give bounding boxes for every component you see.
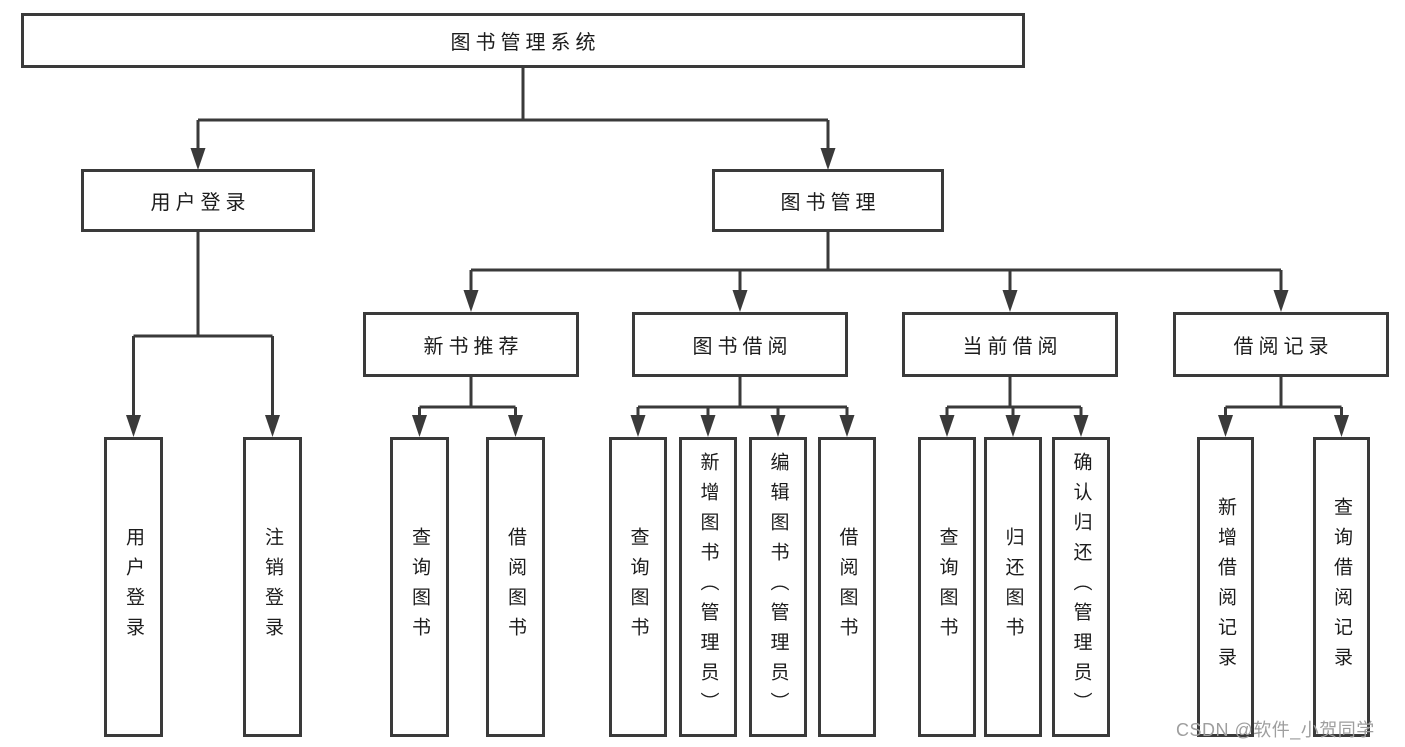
leaf-label: 注销登录 (262, 527, 283, 647)
leaf-nbr-query-books: 查询图书 (390, 437, 449, 737)
arrow-head (770, 415, 786, 437)
connector-root-to-level1 (190, 68, 836, 170)
leaf-bb-borrow-books: 借阅图书 (818, 437, 876, 737)
leaf-logout: 注销登录 (243, 437, 302, 737)
connector-line (636, 377, 849, 417)
csdn-watermark: CSDN @软件_小贺同学 (1176, 720, 1375, 740)
node-label: 图书借阅 (692, 336, 793, 358)
arrow-head (508, 415, 523, 437)
connector-line (469, 232, 1283, 292)
node-book-management: 图书管理 (712, 169, 944, 232)
connector-line (132, 232, 274, 417)
arrow-head (700, 415, 716, 437)
leaf-bb-add-books-admin: 新增图书（管理员） (679, 437, 737, 737)
leaf-nbr-borrow-books: 借阅图书 (486, 437, 545, 737)
leaf-label: 新增借阅记录 (1215, 497, 1236, 677)
connector-line (1224, 377, 1343, 417)
connector-new-book-to-leaves (412, 377, 523, 437)
leaf-label: 归还图书 (1002, 527, 1024, 647)
arrow-head (463, 290, 479, 312)
node-label: 当前借阅 (962, 336, 1063, 358)
leaf-bb-edit-books-admin: 编辑图书（管理员） (749, 437, 807, 737)
node-root-library-management-system: 图书管理系统 (21, 13, 1025, 68)
node-label: 新书推荐 (423, 336, 524, 358)
arrow-head (1002, 290, 1018, 312)
leaf-label: 查询图书 (409, 527, 430, 647)
arrow-head (939, 415, 955, 437)
node-book-borrowing: 图书借阅 (632, 312, 848, 377)
leaf-label: 查询借阅记录 (1331, 497, 1352, 677)
arrow-head (820, 148, 836, 170)
arrow-head (1273, 290, 1289, 312)
connector-borrowing-records-to-leaves (1218, 377, 1349, 437)
leaf-label: 用户登录 (123, 527, 144, 647)
arrow-head (1073, 415, 1089, 437)
connector-line (196, 68, 830, 150)
leaf-label: 借阅图书 (836, 527, 858, 647)
leaf-label: 查询图书 (936, 527, 958, 647)
leaf-label: 新增图书（管理员） (697, 452, 719, 722)
connector-user-login-to-leaves (126, 232, 280, 437)
leaf-label: 编辑图书（管理员） (767, 452, 789, 722)
leaf-br-query-record: 查询借阅记录 (1313, 437, 1370, 737)
node-user-login: 用户登录 (81, 169, 315, 232)
arrow-head (732, 290, 748, 312)
leaf-label: 确认归还（管理员） (1070, 452, 1092, 722)
leaf-bb-query-books: 查询图书 (609, 437, 667, 737)
node-label: 图书管理系统 (450, 32, 601, 54)
leaf-user-login: 用户登录 (104, 437, 163, 737)
connector-book-borrowing-to-leaves (630, 377, 855, 437)
connector-current-borrowing-to-leaves (939, 377, 1089, 437)
connector-book-management-to-level2 (463, 232, 1289, 312)
arrow-head (1334, 415, 1349, 437)
arrow-head (412, 415, 427, 437)
node-borrowing-records: 借阅记录 (1173, 312, 1389, 377)
arrow-head (839, 415, 855, 437)
node-label: 图书管理 (780, 192, 881, 214)
leaf-cb-confirm-return-admin: 确认归还（管理员） (1052, 437, 1110, 737)
leaf-cb-return-books: 归还图书 (984, 437, 1042, 737)
connector-line (945, 377, 1083, 417)
node-current-borrowing: 当前借阅 (902, 312, 1118, 377)
node-label: 用户登录 (150, 192, 251, 214)
arrow-head (1005, 415, 1021, 437)
leaf-cb-query-books: 查询图书 (918, 437, 976, 737)
node-label: 借阅记录 (1233, 336, 1334, 358)
leaf-label: 查询图书 (627, 527, 649, 647)
connector-line (418, 377, 517, 417)
arrow-head (265, 415, 280, 437)
arrow-head (1218, 415, 1233, 437)
leaf-label: 借阅图书 (505, 527, 526, 647)
node-new-book-recommend: 新书推荐 (363, 312, 579, 377)
arrow-head (190, 148, 206, 170)
arrow-head (126, 415, 141, 437)
arrow-head (630, 415, 646, 437)
leaf-br-add-record: 新增借阅记录 (1197, 437, 1254, 737)
